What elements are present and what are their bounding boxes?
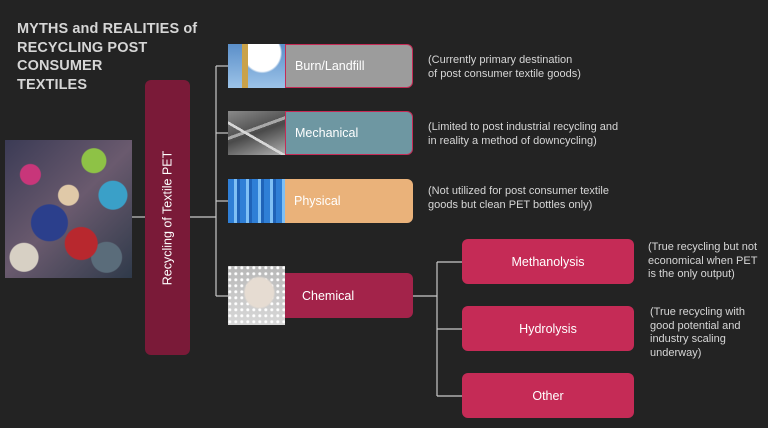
branch-mechanical-label: Mechanical [295,126,359,140]
shredded-material-image [228,111,285,155]
branch-chemical: Chemical [285,273,413,318]
branch-physical-note: (Not utilized for post consumer textile … [428,185,609,211]
method-methanolysis: Methanolysis [462,239,634,284]
root-node-label: Recycling of Textile PET [160,150,175,285]
method-other-label: Other [532,388,564,403]
clothing-pile-image [5,140,132,278]
branch-burn-landfill-note: (Currently primary destination of post c… [428,54,581,80]
pet-preforms-image [228,179,285,223]
page-title: MYTHS and REALITIES of RECYCLING POST CO… [17,21,198,93]
smokestack-image [228,44,285,88]
branch-mechanical-note: (Limited to post industrial recycling an… [428,121,619,147]
method-hydrolysis-note: (True recycling with good potential and … [650,306,745,359]
branch-chemical-label: Chemical [302,288,355,303]
branch-burn-landfill: Burn/Landfill [285,44,413,88]
branch-physical-label: Physical [294,194,341,208]
method-hydrolysis-label: Hydrolysis [519,321,577,336]
method-methanolysis-note: (True recycling but not economical when … [648,241,758,280]
branch-mechanical: Mechanical [285,111,413,155]
method-other: Other [462,373,634,418]
pellets-in-hand-image [228,266,285,325]
method-methanolysis-label: Methanolysis [511,254,585,269]
branch-physical: Physical [285,179,413,223]
method-hydrolysis: Hydrolysis [462,306,634,351]
root-node-recycling-pet: Recycling of Textile PET [145,80,190,355]
branch-burn-landfill-label: Burn/Landfill [295,59,365,73]
